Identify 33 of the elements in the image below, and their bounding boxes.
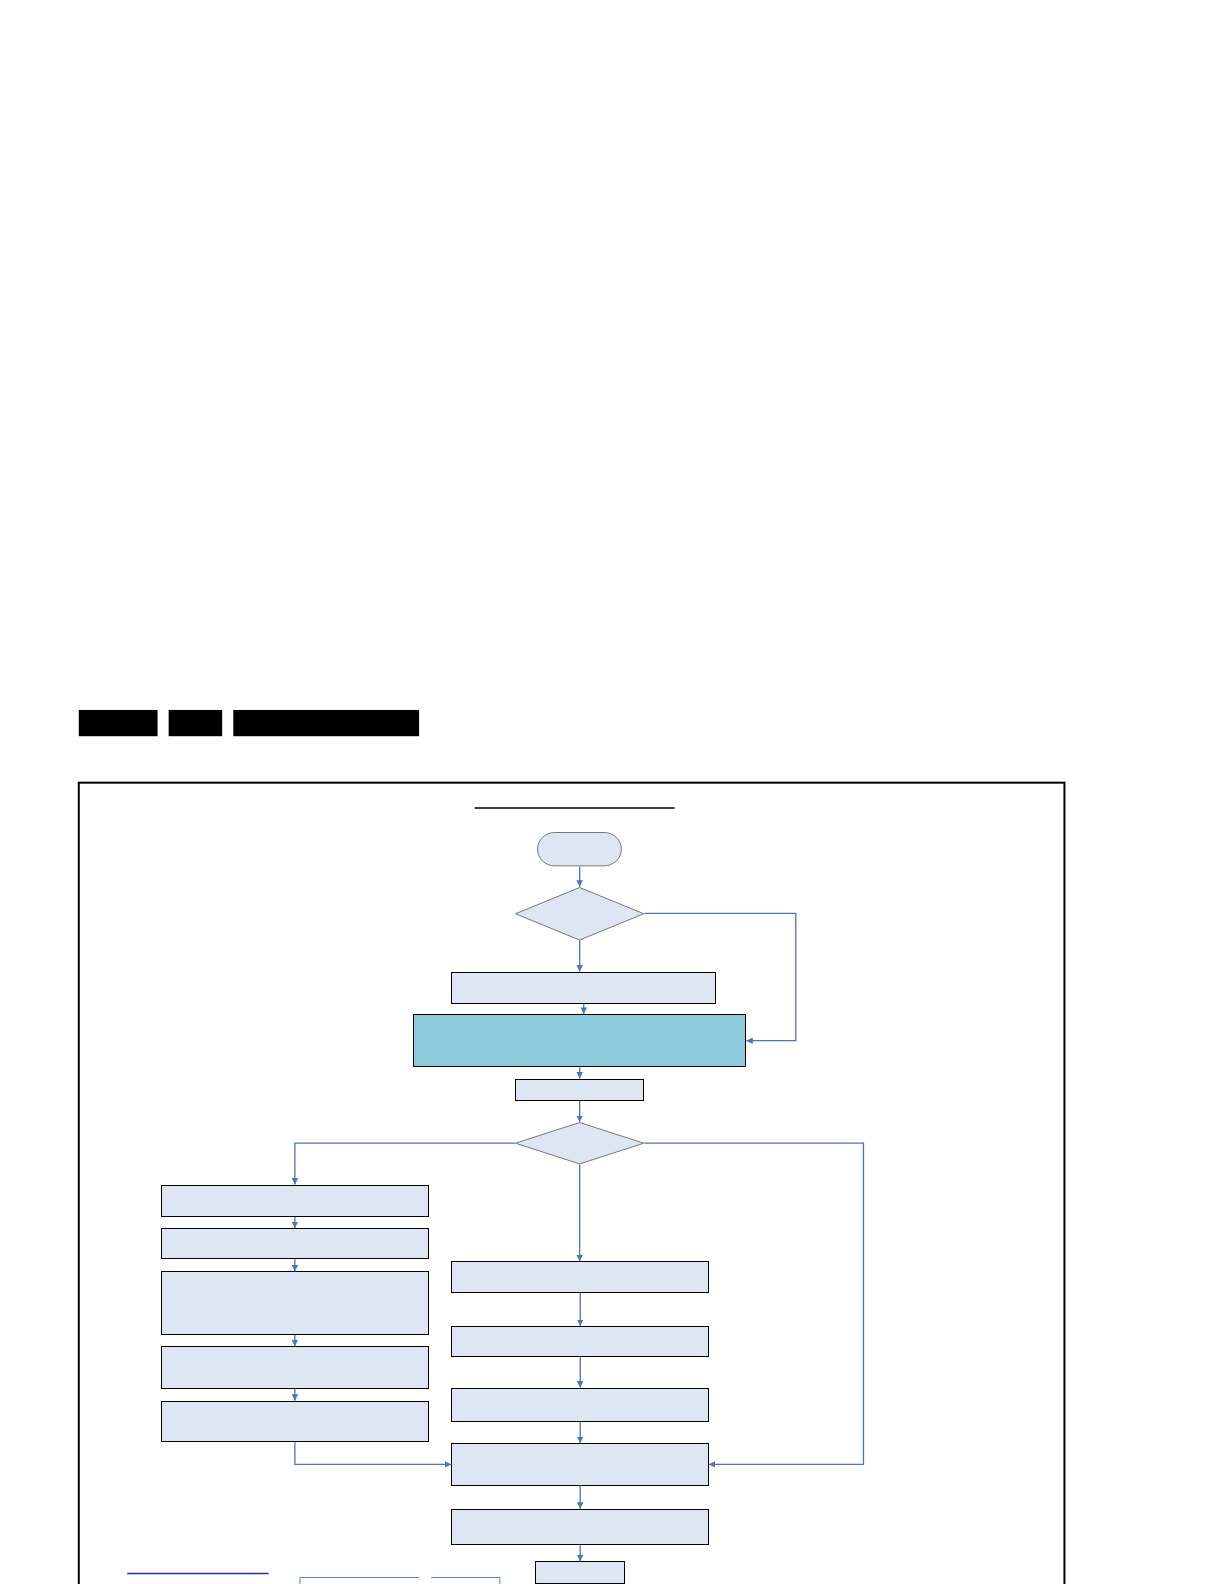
process-box xyxy=(160,1346,430,1389)
arrow xyxy=(576,865,583,888)
arrow xyxy=(576,1421,584,1444)
arrow xyxy=(576,1356,584,1389)
arrow xyxy=(291,1258,299,1273)
process-box xyxy=(451,1443,709,1486)
arrow xyxy=(576,1100,583,1123)
arrow xyxy=(576,1544,584,1562)
arrow xyxy=(576,1066,583,1080)
process-box xyxy=(160,1271,430,1336)
arrow xyxy=(576,1484,584,1510)
arrow xyxy=(291,1387,299,1402)
process-box xyxy=(535,1561,626,1584)
arrow xyxy=(643,1142,865,1468)
process-box xyxy=(451,1508,709,1546)
process-box xyxy=(451,971,716,1004)
process-box xyxy=(451,1326,709,1358)
process-box xyxy=(515,1078,645,1101)
process-box xyxy=(413,1013,747,1068)
process-box xyxy=(160,1228,430,1260)
process-box xyxy=(451,1387,709,1422)
arrow xyxy=(291,1334,299,1347)
arrow xyxy=(580,1003,587,1015)
arrow xyxy=(576,1163,583,1262)
arrow xyxy=(291,1216,299,1229)
process-box xyxy=(160,1400,430,1443)
process-box xyxy=(451,1261,709,1293)
arrow xyxy=(576,1292,584,1327)
arrow xyxy=(294,1441,453,1468)
arrow xyxy=(643,912,797,1044)
arrow xyxy=(291,1142,516,1186)
arrow xyxy=(576,939,583,973)
process-box xyxy=(160,1184,430,1217)
